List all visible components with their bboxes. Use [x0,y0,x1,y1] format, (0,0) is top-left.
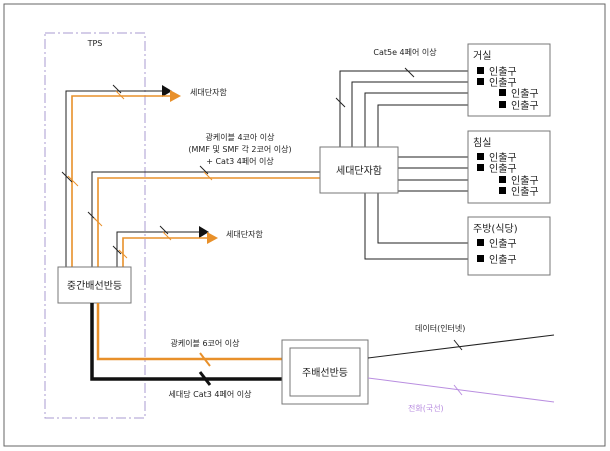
outlet-icon [477,67,484,74]
home-box-label-bottom: 세대단자함 [226,229,263,239]
feeder-label-3: + Cat3 4페어 이상 [206,156,274,166]
arrow-head-icon [199,226,209,238]
cat5e-label: Cat5e 4페어 이상 [373,47,437,57]
main-distribution-label: 주배선반등 [302,367,348,379]
outlet-label: 인출구 [511,100,539,112]
phone-line-label: 전화(국선) [408,403,444,413]
main-distribution-inner [289,347,361,397]
outlet-label: 인출구 [489,152,517,164]
outlet-icon [499,89,506,96]
optical-6core-label: 광케이블 6코어 이상 [170,338,240,348]
intermediate-distribution-box[interactable] [57,266,132,304]
outlet-icon [477,239,484,246]
outlet-icon [499,187,506,194]
outlet-label: 인출구 [511,88,539,100]
tps-zone [44,32,146,419]
copper-line-bottom [116,231,202,267]
copper-line-top [65,90,168,267]
outer-frame [3,3,606,447]
home-distribution-box[interactable] [319,146,399,194]
outlet-icon [477,255,484,262]
outlet-label: 인출구 [489,254,517,266]
outlet-icon [499,101,506,108]
outlet-icon [477,153,484,160]
outlet-icon [499,176,506,183]
cat3-label: 세대당 Cat3 4페어 이상 [169,389,253,399]
room-living: 거실 인출구 인출구 인출구 인출구 [467,43,551,117]
optical-6core-line [96,303,282,361]
feeder-label-1: 광케이블 4코아 이상 [205,132,275,142]
data-line-label: 데이터(인터넷) [415,323,465,333]
outlet-label: 인출구 [489,66,517,78]
cable-tick-marks [61,67,463,396]
room-name: 주방(식당) [473,223,518,235]
phone-line [367,377,555,403]
optical-line-feeder [97,177,320,267]
data-line [367,334,555,359]
arrow-head-icon [207,232,218,244]
copper-line-feeder [91,171,320,267]
room-bedroom: 침실 인출구 인출구 인출구 인출구 [467,130,551,204]
outlet-wiring [339,70,500,260]
arrow-head-icon [162,85,172,97]
room-name: 침실 [473,137,491,149]
outlet-label: 인출구 [489,77,517,89]
home-box-label-top: 세대단자함 [190,87,227,97]
outlet-label: 인출구 [489,163,517,175]
outlet-label: 인출구 [489,238,517,250]
room-name: 거실 [473,50,491,62]
feeder-label-2: (MMF 및 SMF 각 2코어 이상) [188,144,291,154]
optical-line-top [71,95,176,267]
outlet-icon [477,78,484,85]
room-kitchen: 주방(식당) 인출구 인출구 [467,216,551,276]
cat3-line [90,303,282,381]
arrow-head-icon [170,90,181,102]
home-box-label: 세대단자함 [336,165,382,177]
outlet-icon [477,164,484,171]
outlet-label: 인출구 [511,175,539,187]
intermediate-label: 중간배선반등 [67,280,122,292]
outlet-label: 인출구 [511,186,539,198]
tps-label: TPS [87,39,103,48]
optical-line-bottom [122,237,210,267]
